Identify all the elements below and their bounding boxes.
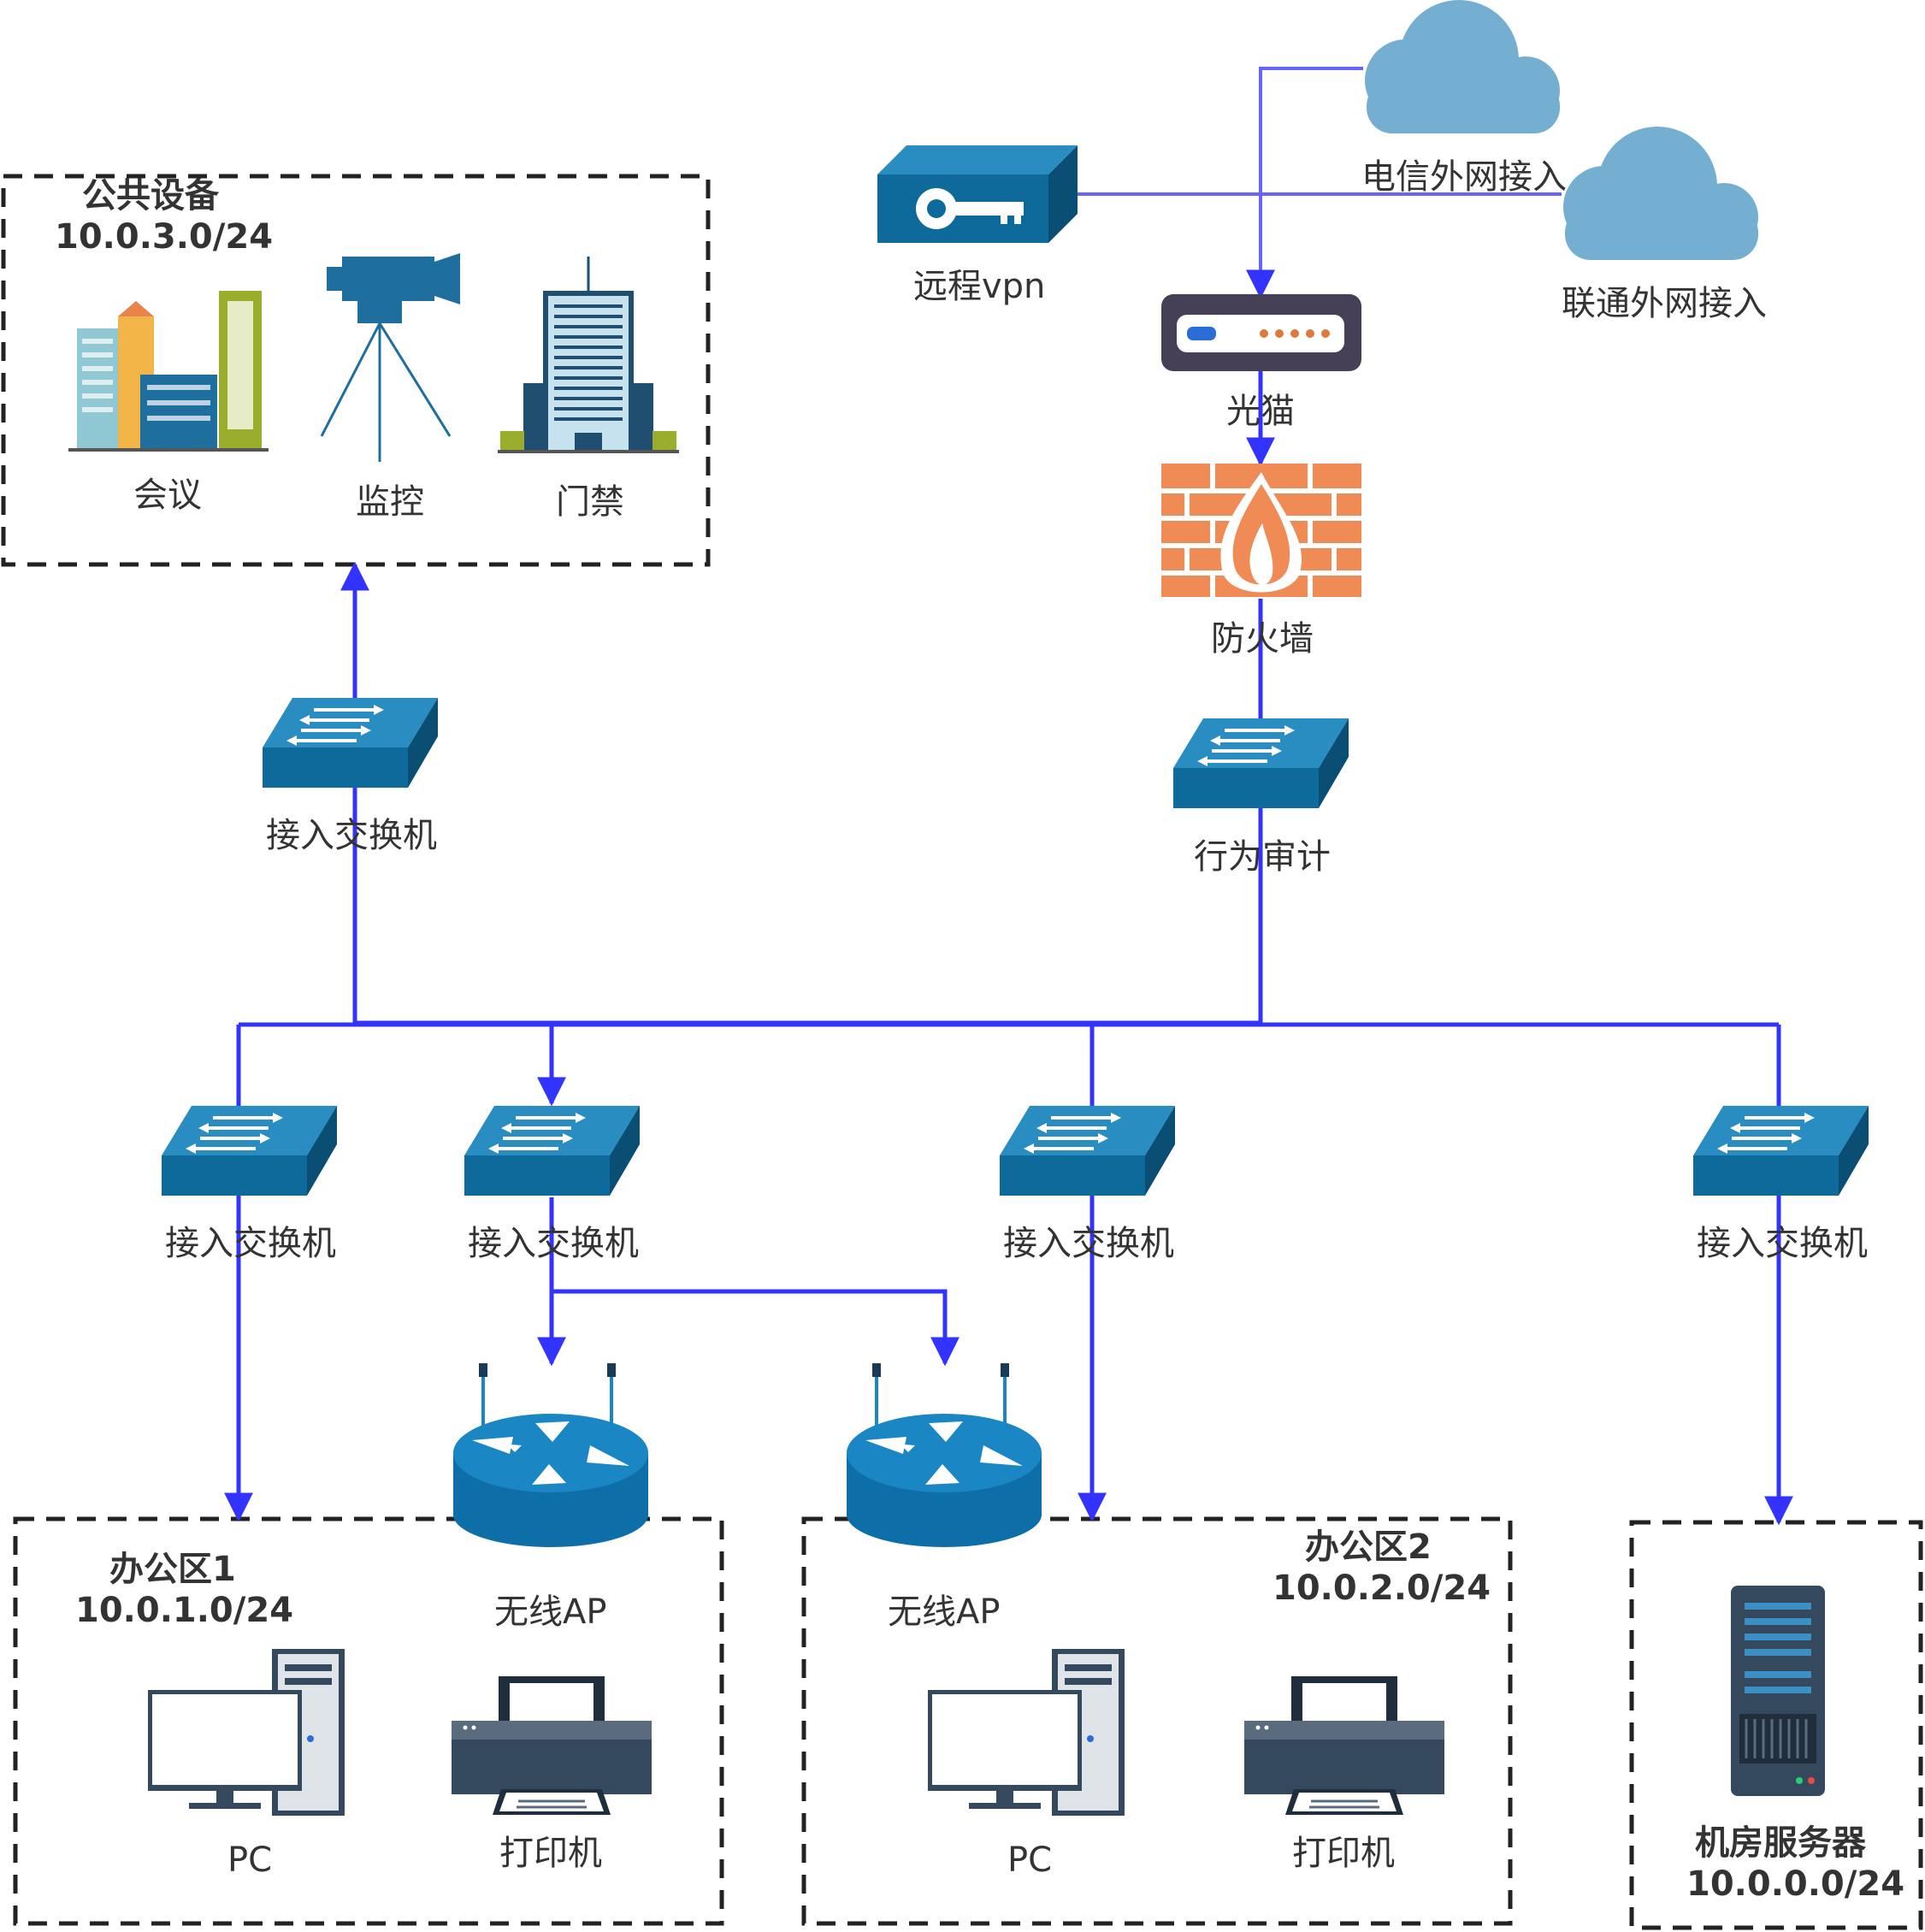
- optical-modem: 光猫: [1161, 294, 1361, 431]
- telecom-cloud: 电信外网接入: [1361, 0, 1567, 197]
- building-icon: [68, 291, 269, 452]
- zone-office2-title: 办公区2: [1305, 1527, 1432, 1567]
- office2-printer: 打印机: [1243, 1675, 1446, 1873]
- switch-icon: [261, 696, 440, 789]
- switch-2-label: 接入交换机: [468, 1224, 639, 1263]
- access-switch-2: 接入交换机: [463, 1104, 641, 1263]
- unicom-cloud: 联通外网接入: [1562, 127, 1767, 323]
- telecom-label: 电信外网接入: [1361, 157, 1567, 197]
- ap-1-label: 无线AP: [494, 1592, 606, 1632]
- switch-3-label: 接入交换机: [1003, 1224, 1174, 1263]
- desktop-computer-icon: [148, 1649, 345, 1816]
- zone-public-subnet: 10.0.3.0/24: [55, 217, 273, 257]
- firewall-label: 防火墙: [1211, 619, 1314, 659]
- switch-icon: [1692, 1104, 1870, 1197]
- server-icon: [1731, 1586, 1825, 1796]
- cloud-icon: [1365, 0, 1560, 133]
- public-switch-label: 接入交换机: [266, 816, 437, 855]
- wireless-ap-2: 无线AP: [845, 1362, 1043, 1632]
- zone-office2-subnet: 10.0.2.0/24: [1273, 1569, 1491, 1608]
- firewall-icon: [1161, 464, 1361, 597]
- office2-pc-label: PC: [1007, 1840, 1052, 1880]
- zone-office1-title: 办公区1: [109, 1550, 236, 1589]
- monitor-camera: 监控: [320, 253, 460, 522]
- router-icon: [452, 1362, 650, 1549]
- camera-icon: [320, 253, 460, 462]
- public-access-switch: 接入交换机: [261, 696, 440, 855]
- switch-icon: [1172, 717, 1350, 810]
- access-switch-4: 接入交换机: [1692, 1104, 1870, 1263]
- access-label: 门禁: [556, 482, 624, 522]
- meeting-building: 会议: [68, 291, 269, 515]
- firewall: 防火墙: [1161, 464, 1361, 659]
- zone-server-title: 机房服务器: [1695, 1823, 1867, 1863]
- modem-label: 光猫: [1226, 392, 1295, 431]
- zone-office2: 办公区2 10.0.2.0/24: [801, 1516, 1513, 1926]
- office1-printer: 打印机: [450, 1675, 653, 1873]
- modem-icon: [1161, 294, 1361, 371]
- switch-icon: [463, 1104, 641, 1197]
- vpn-device: 远程vpn: [877, 145, 1078, 306]
- access-control-building: 门禁: [498, 257, 679, 522]
- zone-office1-subnet: 10.0.1.0/24: [75, 1591, 293, 1630]
- office1-printer-label: 打印机: [499, 1834, 602, 1873]
- office2-printer-label: 打印机: [1292, 1834, 1395, 1873]
- ap-2-label: 无线AP: [888, 1592, 1000, 1632]
- audit-switch: 行为审计: [1172, 717, 1350, 877]
- switch-4-label: 接入交换机: [1697, 1224, 1868, 1263]
- zone-office1: 办公区1 10.0.1.0/24: [13, 1516, 724, 1926]
- access-switch-1: 接入交换机: [160, 1104, 339, 1263]
- office-tower-icon: [498, 257, 679, 453]
- links: [224, 67, 1793, 1526]
- office1-pc-label: PC: [227, 1840, 272, 1880]
- unicom-label: 联通外网接入: [1562, 284, 1767, 323]
- printer-icon: [1243, 1675, 1446, 1817]
- monitor-label: 监控: [356, 482, 424, 522]
- zone-public-title: 公共设备: [82, 176, 220, 216]
- switch-1-label: 接入交换机: [165, 1224, 336, 1263]
- office2-pc: PC: [928, 1649, 1125, 1880]
- router-icon: [845, 1362, 1043, 1549]
- meeting-label: 会议: [133, 476, 202, 515]
- printer-icon: [450, 1675, 653, 1817]
- switch-icon: [998, 1104, 1177, 1197]
- audit-label: 行为审计: [1194, 837, 1331, 877]
- zone-server-subnet: 10.0.0.0/24: [1686, 1864, 1904, 1904]
- rack-server: [1731, 1586, 1825, 1796]
- desktop-computer-icon: [928, 1649, 1125, 1816]
- wireless-ap-1: 无线AP: [452, 1362, 650, 1632]
- zone-server-room: 机房服务器 10.0.0.0/24: [1629, 1520, 1923, 1930]
- office1-pc: PC: [148, 1649, 345, 1880]
- vpn-label: 远程vpn: [913, 267, 1045, 306]
- access-switch-3: 接入交换机: [998, 1104, 1177, 1263]
- vpn-key-icon: [877, 145, 1078, 243]
- switch-icon: [160, 1104, 339, 1197]
- cloud-icon: [1563, 127, 1758, 260]
- zone-public: 公共设备 10.0.3.0/24: [1, 174, 711, 567]
